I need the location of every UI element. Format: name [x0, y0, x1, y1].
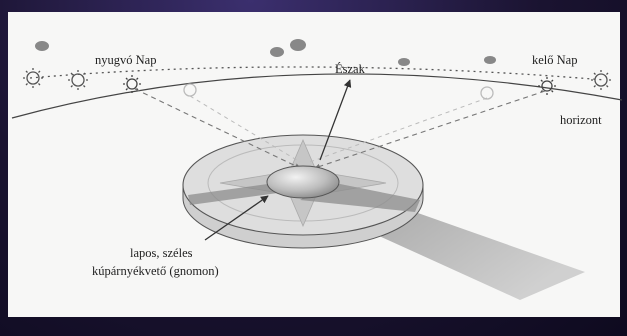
- sun-icon: [23, 68, 43, 88]
- label-north: Észak: [335, 62, 366, 76]
- sun-icon: [184, 84, 196, 96]
- sun-path: [30, 67, 605, 80]
- gnomon-dome: [267, 166, 339, 198]
- cloud-icon: [484, 56, 496, 64]
- label-gnomon-line1: lapos, széles: [130, 246, 193, 260]
- cloud-icon: [398, 58, 410, 66]
- horizon-line: [12, 74, 622, 118]
- label-setting-sun: nyugvó Nap: [95, 53, 156, 67]
- cloud-icon: [35, 41, 49, 51]
- cloud-icon: [270, 39, 306, 57]
- label-rising-sun: kelő Nap: [532, 53, 577, 67]
- sun-icon: [481, 87, 493, 99]
- label-horizon: horizont: [560, 113, 602, 127]
- sun-icon: [68, 70, 88, 90]
- label-gnomon-line2: kúpárnyékvető (gnomon): [92, 264, 219, 278]
